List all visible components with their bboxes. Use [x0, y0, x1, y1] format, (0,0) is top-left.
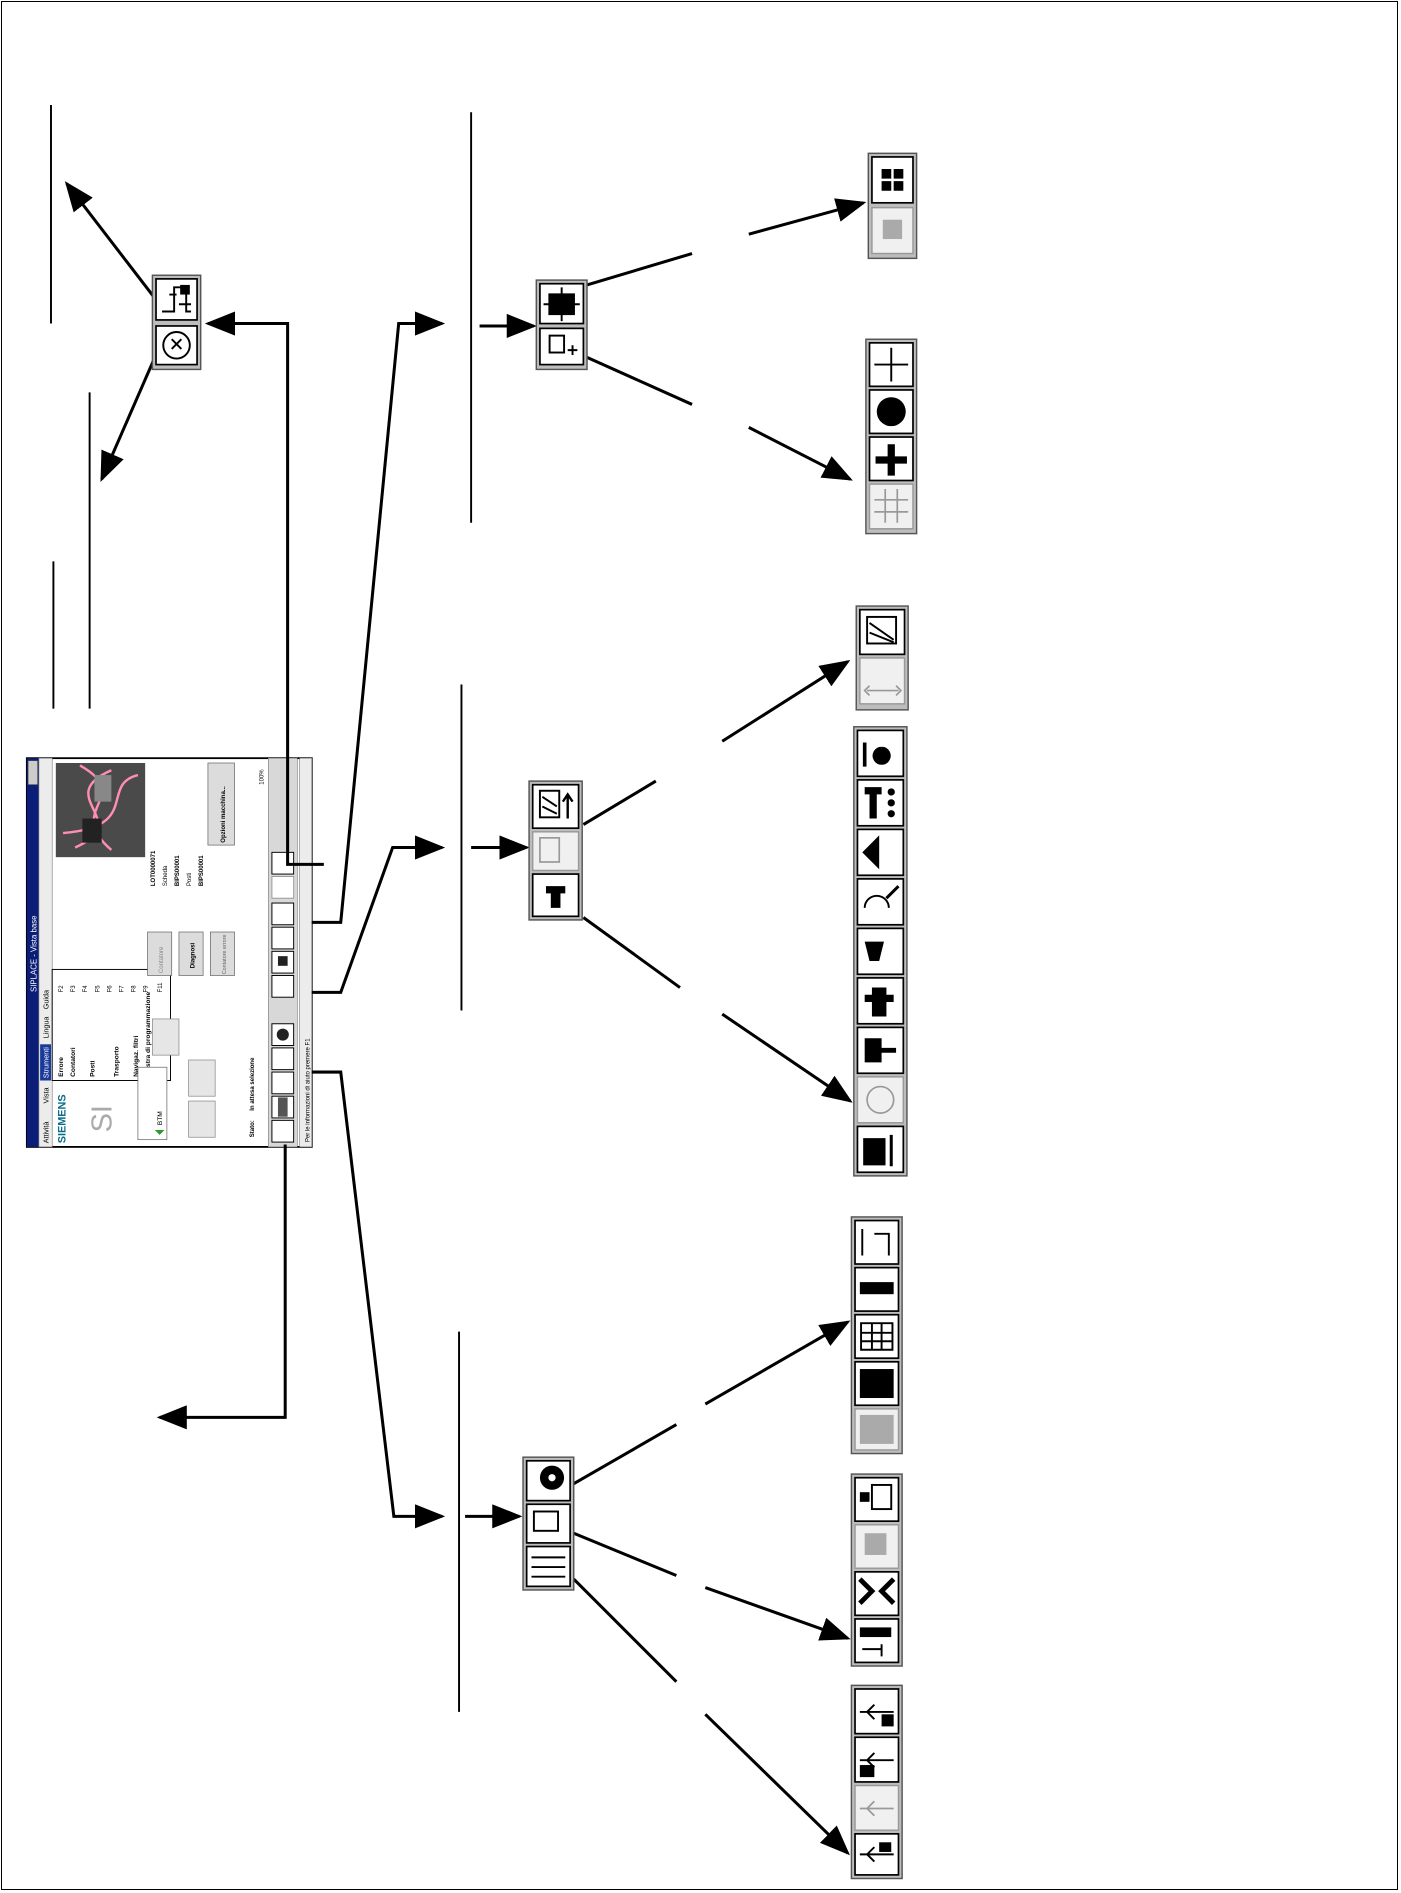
- conveyor-width-icon[interactable]: [859, 657, 906, 705]
- tree-item-btm[interactable]: BTM: [157, 1111, 164, 1125]
- dropdown-item-trasporto[interactable]: Trasporto: [114, 1046, 121, 1077]
- machine-options-button[interactable]: [207, 762, 235, 846]
- arrow-button-1[interactable]: [188, 1100, 216, 1138]
- siemens-logo: SIEMENS: [56, 1094, 68, 1143]
- dropdown-item-posti[interactable]: Posti: [89, 1061, 96, 1077]
- toolbar-btn-7[interactable]: [271, 926, 295, 950]
- feeder-sub-toolbar-2: [850, 1473, 903, 1667]
- menu-item-guida[interactable]: Guida: [42, 989, 51, 1009]
- toolbar-btn-5[interactable]: [271, 974, 295, 998]
- camera-head-icon[interactable]: [539, 327, 585, 366]
- menu-item-lingua[interactable]: Lingua: [42, 1016, 51, 1039]
- camera-toolbar: [535, 279, 588, 371]
- head-tool-4-icon[interactable]: [856, 878, 905, 926]
- contatore-errore-button-label: Contatore errore: [222, 934, 228, 974]
- toolbar-btn-8[interactable]: [271, 902, 295, 926]
- dropdown-item-contatori[interactable]: Contatori: [70, 1047, 77, 1077]
- shortcut-f8: F8: [131, 985, 137, 993]
- info-line-3: BIPS00001: [175, 855, 181, 886]
- grid-offset-icon[interactable]: [868, 483, 914, 530]
- tree-expand-icon[interactable]: [154, 1130, 165, 1135]
- diagnosi-button-label: Diagnosi: [191, 943, 197, 969]
- window-controls[interactable]: [27, 760, 39, 786]
- chip-icon: [277, 956, 288, 966]
- config-toolbar: [151, 274, 202, 371]
- connectors: [64, 181, 867, 1856]
- dropdown-item-piastra[interactable]: Piastra di programmazione: [145, 992, 152, 1077]
- window-title: SIPLACE - Vista base: [30, 916, 39, 992]
- zoom-label: 100%: [259, 769, 265, 785]
- menu-item-vista[interactable]: Vista: [42, 1087, 51, 1104]
- reel-icon: [276, 1028, 289, 1041]
- feeder-sub-toolbar-1: [850, 1216, 903, 1455]
- head-sub-toolbar: [853, 726, 908, 1177]
- toolbar-btn-1[interactable]: [271, 1119, 295, 1143]
- program-tree-panel[interactable]: [137, 1066, 168, 1141]
- guide-lines: [50, 105, 473, 1712]
- feeder-tool-3-icon[interactable]: [854, 1313, 900, 1360]
- info-line-2: Scheda: [163, 865, 169, 886]
- arrow-button-2[interactable]: [188, 1059, 216, 1097]
- toolbar-btn-3[interactable]: [271, 1047, 295, 1071]
- logo-initials: SI: [86, 1105, 118, 1132]
- bottom-toolbar: [267, 757, 298, 1148]
- shortcut-f3: F3: [71, 985, 77, 993]
- contatore-errore-button[interactable]: [209, 931, 235, 976]
- head-tool-8-icon[interactable]: [856, 1076, 905, 1124]
- feeder-toolbar: [522, 1456, 575, 1591]
- info-line-1: LOT0000071: [151, 850, 157, 886]
- status-value: In attesa selezione: [250, 1057, 256, 1111]
- shortcut-f7: F7: [119, 985, 125, 993]
- menu-item-selected-bg: [40, 1044, 51, 1081]
- status-label: Stato:: [250, 1120, 256, 1137]
- info-line-4: Posti: [187, 873, 193, 886]
- status-bar: [299, 757, 313, 1148]
- machine-photo: [55, 762, 146, 858]
- head-toolbar: [528, 780, 583, 921]
- component-sub-toolbar: [867, 152, 918, 260]
- dropdown-item-errore[interactable]: Errore: [58, 1057, 65, 1077]
- machine-options-button-label: Opzioni macchina...: [221, 786, 227, 843]
- shortcut-f4: F4: [83, 985, 89, 993]
- diagnosi-button[interactable]: [178, 931, 204, 976]
- dropdown-item-navigazione[interactable]: Navigaz. filtri: [133, 1035, 140, 1076]
- arrow-button-3[interactable]: [152, 1018, 180, 1056]
- window-title-bar: [26, 758, 39, 1147]
- shortcut-f2: F2: [59, 985, 65, 993]
- shortcut-f9: F9: [144, 985, 150, 993]
- menu-item-attivita[interactable]: Attività: [42, 1121, 51, 1144]
- toolbar-btn-9[interactable]: [271, 875, 295, 899]
- head-tool-2-icon[interactable]: [856, 779, 905, 827]
- menu-item-strumenti[interactable]: Strumenti: [42, 1047, 51, 1078]
- feeder-sub-toolbar-3: [850, 1684, 903, 1880]
- siplace-main-window: SIPLACE - Vista base Attività Vista Stru…: [25, 757, 313, 1148]
- contatore-button[interactable]: [147, 931, 173, 976]
- film-icon: [277, 1097, 288, 1117]
- status-bar-text: Per le informazioni di aiuto premere F1: [305, 1038, 311, 1142]
- shortcut-f5: F5: [95, 985, 101, 993]
- configuration-icon[interactable]: [155, 278, 198, 321]
- info-line-5: BIPS00001: [199, 855, 205, 886]
- shortcut-f6: F6: [107, 985, 113, 993]
- shortcut-f11: F11: [158, 982, 164, 993]
- toolbar-btn-2[interactable]: [271, 1071, 295, 1095]
- conveyor-sub-toolbar: [855, 605, 909, 711]
- contatore-button-label: Contatore: [159, 946, 165, 973]
- feeder-tool-9-icon[interactable]: [854, 1618, 900, 1664]
- vision-sub-toolbar: [865, 338, 918, 535]
- head-tool-3-icon[interactable]: [856, 828, 905, 877]
